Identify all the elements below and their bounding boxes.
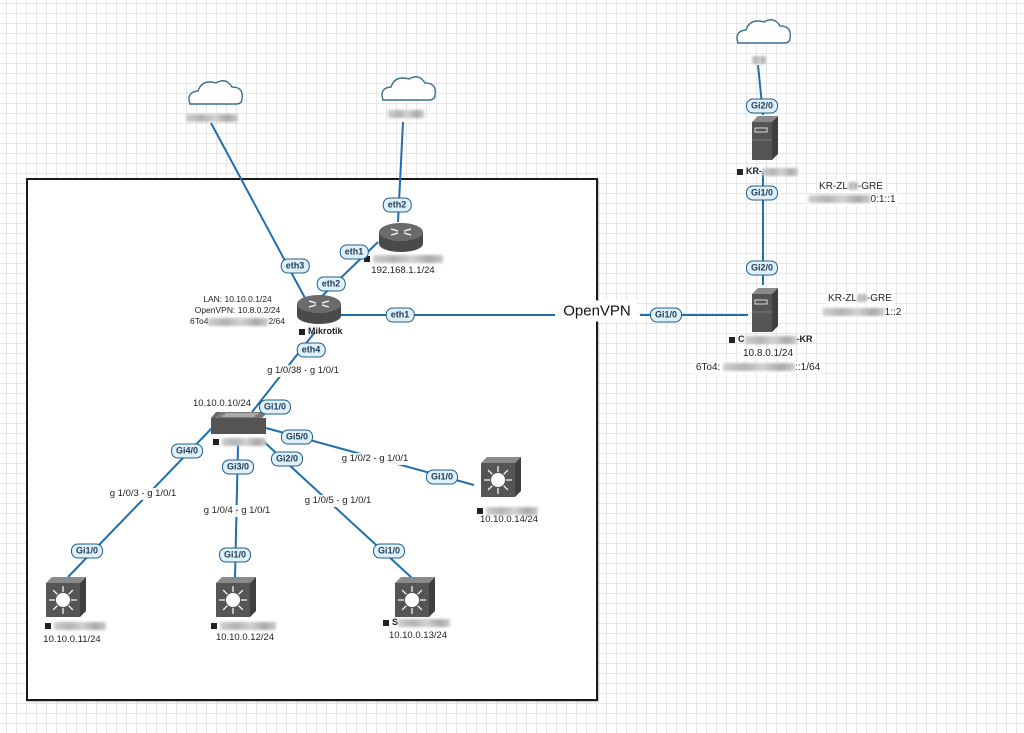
mikrotik-info: LAN: 10.10.0.1/24 OpenVPN: 10.8.0.2/24 6… [190, 294, 285, 326]
core-switch-name [213, 436, 266, 447]
server-top-name: KR- [737, 166, 798, 177]
cloud-icon[interactable] [736, 19, 791, 44]
port-label[interactable]: Gi1/0 [70, 543, 104, 559]
node-marker [737, 168, 743, 175]
link-label-core-sw14: g 1/0/2 - g 1/0/1 [339, 453, 411, 465]
switch-name [477, 505, 538, 516]
server-bottom-ip: 10.8.0.1/24 [740, 348, 796, 360]
redacted-text [847, 182, 858, 191]
home-router-name [364, 253, 443, 264]
port-label[interactable]: eth1 [339, 244, 369, 260]
redacted-text [220, 621, 276, 630]
switch-ip: 10.10.0.12/24 [213, 632, 277, 644]
switch-name: S [383, 617, 451, 628]
server-bottom-gre-ip: 1::2 [820, 307, 904, 319]
port-label[interactable]: Gi2/0 [745, 260, 779, 276]
node-marker [211, 622, 217, 629]
link-label-core-sw12: g 1/0/4 - g 1/0/1 [201, 505, 273, 517]
redacted-text [54, 621, 106, 630]
core-switch-ip: 10.10.0.10/24 [192, 398, 252, 409]
port-label[interactable]: eth2 [382, 197, 412, 213]
port-label[interactable]: Gi1/0 [258, 399, 292, 415]
server-icon[interactable] [752, 288, 778, 332]
cloud-icon[interactable] [188, 80, 243, 105]
redacted-text [856, 294, 867, 303]
core-switch-icon[interactable] [211, 412, 268, 434]
port-label[interactable]: Gi2/0 [270, 451, 304, 467]
redacted-text [222, 437, 266, 446]
port-label[interactable]: Gi1/0 [425, 469, 459, 485]
node-marker [383, 619, 389, 626]
redacted-text [822, 308, 885, 317]
switch-name [45, 620, 106, 631]
switch-name [211, 620, 276, 631]
server-bottom-name: C-KR [729, 334, 813, 345]
server-bottom-gre-label: KR-ZL-GRE [826, 293, 894, 305]
redacted-text [398, 618, 451, 627]
port-label[interactable]: eth1 [385, 307, 415, 323]
port-label[interactable]: Gi1/0 [649, 307, 683, 323]
node-marker [364, 255, 370, 262]
port-label[interactable]: eth4 [296, 342, 326, 358]
router-icon[interactable] [379, 223, 423, 252]
server-top-gre-ip: 0:1::1 [806, 194, 898, 206]
link-label-core-sw11: g 1/0/3 - g 1/0/1 [107, 488, 179, 500]
redacted-text [808, 195, 871, 204]
redacted-text [762, 167, 798, 176]
l3-switch-icon[interactable] [481, 457, 521, 497]
node-marker [729, 336, 735, 343]
cloud-name-redacted [752, 56, 766, 64]
node-marker [213, 438, 219, 445]
node-marker [45, 622, 51, 629]
cloud-name-redacted [186, 114, 238, 122]
port-label[interactable]: Gi4/0 [170, 443, 204, 459]
port-label[interactable]: Gi3/0 [221, 459, 255, 475]
cloud-icon[interactable] [381, 76, 436, 101]
redacted-text [486, 506, 538, 515]
port-label[interactable]: Gi1/0 [372, 543, 406, 559]
server-icon[interactable] [752, 116, 778, 160]
node-marker [299, 328, 305, 335]
node-marker [477, 507, 483, 514]
port-label[interactable]: eth3 [280, 258, 310, 274]
redacted-text [208, 317, 269, 326]
redacted-text [723, 363, 796, 372]
cloud-name-redacted [388, 110, 424, 118]
redacted-text [744, 335, 797, 344]
mikrotik-name: Mikrotik [299, 326, 343, 337]
switch-ip: 10.10.0.14/24 [477, 514, 541, 526]
link-label-mik-core: g 1/0/38 - g 1/0/1 [265, 365, 341, 377]
redacted-text [373, 254, 443, 263]
l3-switch-icon[interactable] [216, 577, 256, 617]
home-router-ip: 192.168.1.1/24 [369, 265, 437, 277]
port-label[interactable]: Gi2/0 [745, 98, 779, 114]
l3-switch-icon[interactable] [395, 577, 435, 617]
switch-ip: 10.10.0.11/24 [41, 634, 103, 646]
port-label[interactable]: Gi1/0 [745, 185, 779, 201]
port-label[interactable]: eth2 [316, 276, 346, 292]
server-bottom-6to4: 6To4: ::1/64 [693, 362, 823, 374]
server-top-gre-label: KR-ZL-GRE [817, 181, 885, 193]
router-icon[interactable] [297, 295, 341, 324]
l3-switch-icon[interactable] [46, 577, 86, 617]
port-label[interactable]: Gi1/0 [218, 547, 252, 563]
openvpn-link-label: OpenVPN [557, 300, 637, 322]
link-label-core-sw13: g 1/0/5 - g 1/0/1 [302, 495, 374, 507]
port-label[interactable]: Gi5/0 [280, 429, 314, 445]
switch-ip: 10.10.0.13/24 [386, 630, 450, 642]
